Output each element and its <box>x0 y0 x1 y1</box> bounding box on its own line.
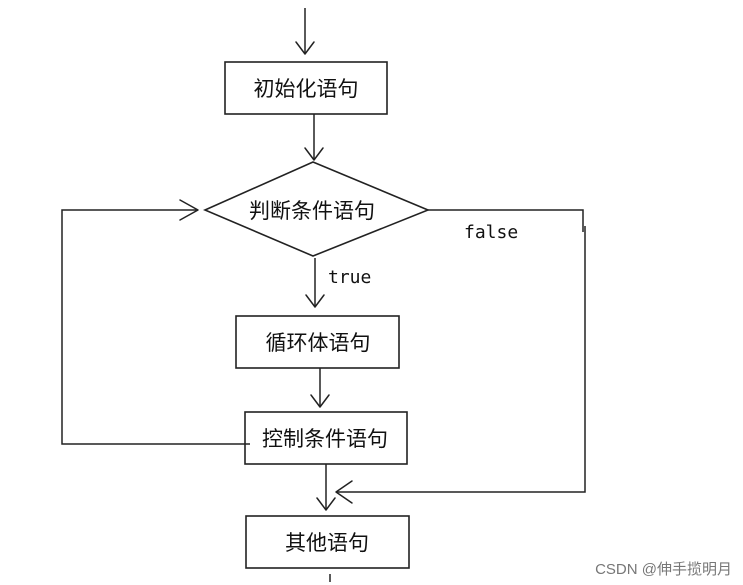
false-path-arrow <box>335 209 586 504</box>
entry-arrow <box>295 8 315 55</box>
arrow-init-to-condition <box>304 114 324 161</box>
condition-node-label: 判断条件语句 <box>249 199 375 223</box>
body-node: 循环体语句 <box>235 315 400 369</box>
loop-back-arrow <box>61 199 250 445</box>
arrow-condition-to-body <box>305 258 325 308</box>
body-node-label: 循环体语句 <box>266 331 371 355</box>
false-edge-label: false <box>464 222 518 243</box>
init-node: 初始化语句 <box>224 61 388 115</box>
true-edge-label: true <box>328 267 371 288</box>
control-node-label: 控制条件语句 <box>262 427 388 451</box>
condition-node: 判断条件语句 <box>202 161 431 257</box>
arrow-body-to-control <box>310 368 330 408</box>
other-node: 其他语句 <box>245 515 410 569</box>
control-node: 控制条件语句 <box>244 411 408 465</box>
other-node-label: 其他语句 <box>285 531 369 555</box>
init-node-label: 初始化语句 <box>254 77 359 101</box>
watermark-text: CSDN @伸手揽明月 <box>595 561 732 578</box>
arrow-control-to-other <box>316 464 336 511</box>
